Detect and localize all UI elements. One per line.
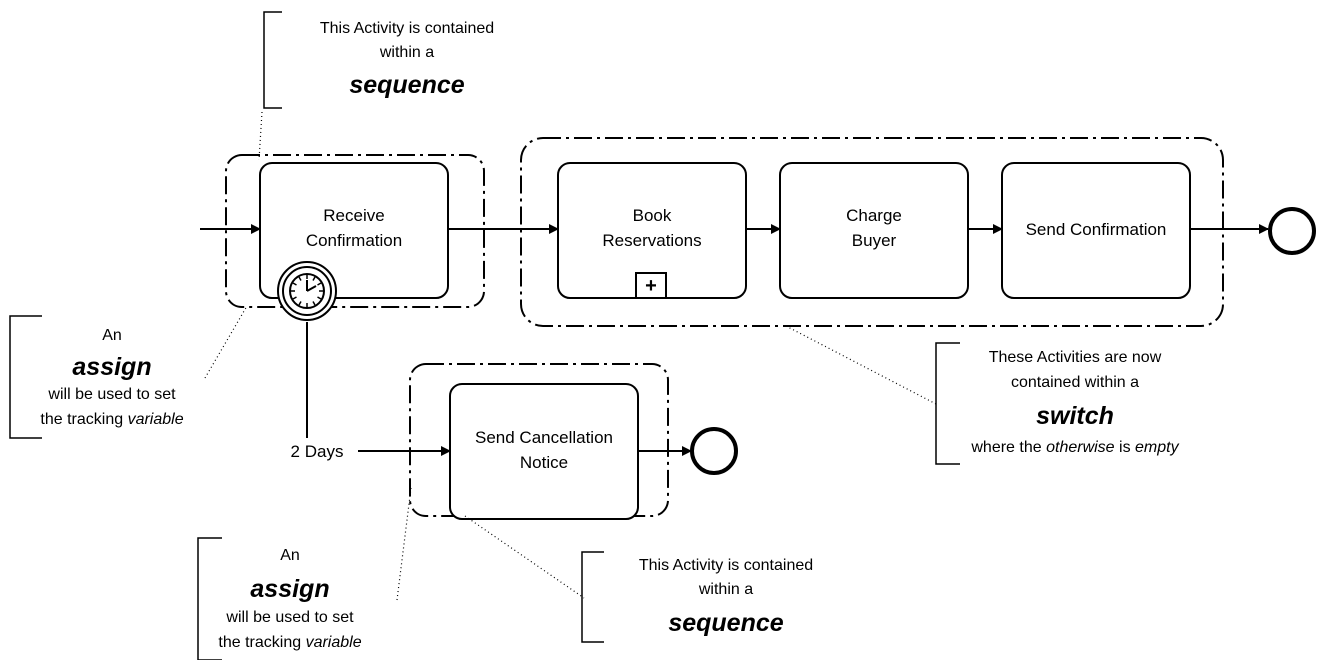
note-bottom-sequence: This Activity is contained within a sequ… bbox=[639, 557, 813, 637]
task-book-reservations[interactable]: Book Reservations + bbox=[557, 162, 747, 299]
end-event-cancel[interactable] bbox=[690, 427, 738, 475]
note-bracket-bottom-sequence bbox=[581, 551, 604, 643]
note-line: This Activity is contained bbox=[320, 20, 494, 37]
note-line: contained within a bbox=[1011, 374, 1139, 391]
note-line: within a bbox=[379, 44, 434, 61]
association-bottom-assign bbox=[396, 487, 412, 601]
association-left-assign bbox=[204, 305, 248, 379]
note-keyword: assign bbox=[250, 575, 329, 603]
task-send-cancellation-notice[interactable]: Send Cancellation Notice bbox=[449, 383, 639, 520]
note-line: This Activity is contained bbox=[639, 557, 813, 574]
note-keyword: switch bbox=[1036, 402, 1114, 430]
note-bracket-switch bbox=[935, 342, 960, 465]
note-bracket-bottom-assign bbox=[197, 537, 222, 660]
association-switch bbox=[785, 325, 937, 405]
task-label-line: Notice bbox=[520, 453, 568, 472]
note-line: An bbox=[280, 547, 300, 564]
note-line: will be used to set bbox=[225, 609, 354, 626]
note-line: where the otherwise is empty bbox=[970, 439, 1179, 456]
sequence-group-receive bbox=[225, 154, 485, 308]
subprocess-plus: + bbox=[645, 275, 657, 297]
task-charge-buyer[interactable]: Charge Buyer bbox=[779, 162, 969, 299]
note-bottom-assign: An assign will be used to set the tracki… bbox=[218, 547, 361, 651]
note-bracket-left-assign bbox=[9, 315, 42, 439]
task-label-line: Book bbox=[633, 206, 672, 225]
collapsed-subprocess-marker[interactable]: + bbox=[635, 272, 667, 299]
note-line: the tracking variable bbox=[218, 634, 361, 651]
note-keyword: sequence bbox=[668, 609, 783, 637]
note-line: within a bbox=[698, 581, 753, 598]
task-send-confirmation[interactable]: Send Confirmation bbox=[1001, 162, 1191, 299]
association-bottom-sequence bbox=[464, 515, 585, 599]
note-line: will be used to set bbox=[47, 386, 176, 403]
timer-label: 2 Days bbox=[291, 442, 344, 461]
note-bracket-top-sequence bbox=[263, 11, 282, 109]
note-line: An bbox=[102, 327, 122, 344]
note-line: These Activities are now bbox=[989, 349, 1162, 366]
association-top-sequence bbox=[258, 111, 263, 161]
task-label-line: Buyer bbox=[852, 231, 897, 250]
task-label-line: Reservations bbox=[602, 231, 701, 250]
task-label-line: Confirmation bbox=[306, 231, 402, 250]
task-label-line: Send Confirmation bbox=[1026, 220, 1167, 239]
note-keyword: sequence bbox=[349, 71, 464, 99]
task-label-line: Receive bbox=[323, 206, 384, 225]
timer-event-icon[interactable] bbox=[277, 261, 337, 321]
note-switch: These Activities are now contained withi… bbox=[970, 349, 1179, 456]
task-label-line: Charge bbox=[846, 206, 902, 225]
note-left-assign: An assign will be used to set the tracki… bbox=[40, 327, 183, 428]
note-keyword: assign bbox=[72, 353, 151, 381]
note-line: the tracking variable bbox=[40, 411, 183, 428]
note-top-sequence: This Activity is contained within a sequ… bbox=[320, 20, 494, 99]
task-label-line: Send Cancellation bbox=[475, 428, 613, 447]
switch-group bbox=[520, 137, 1224, 327]
end-event-main[interactable] bbox=[1268, 207, 1316, 255]
